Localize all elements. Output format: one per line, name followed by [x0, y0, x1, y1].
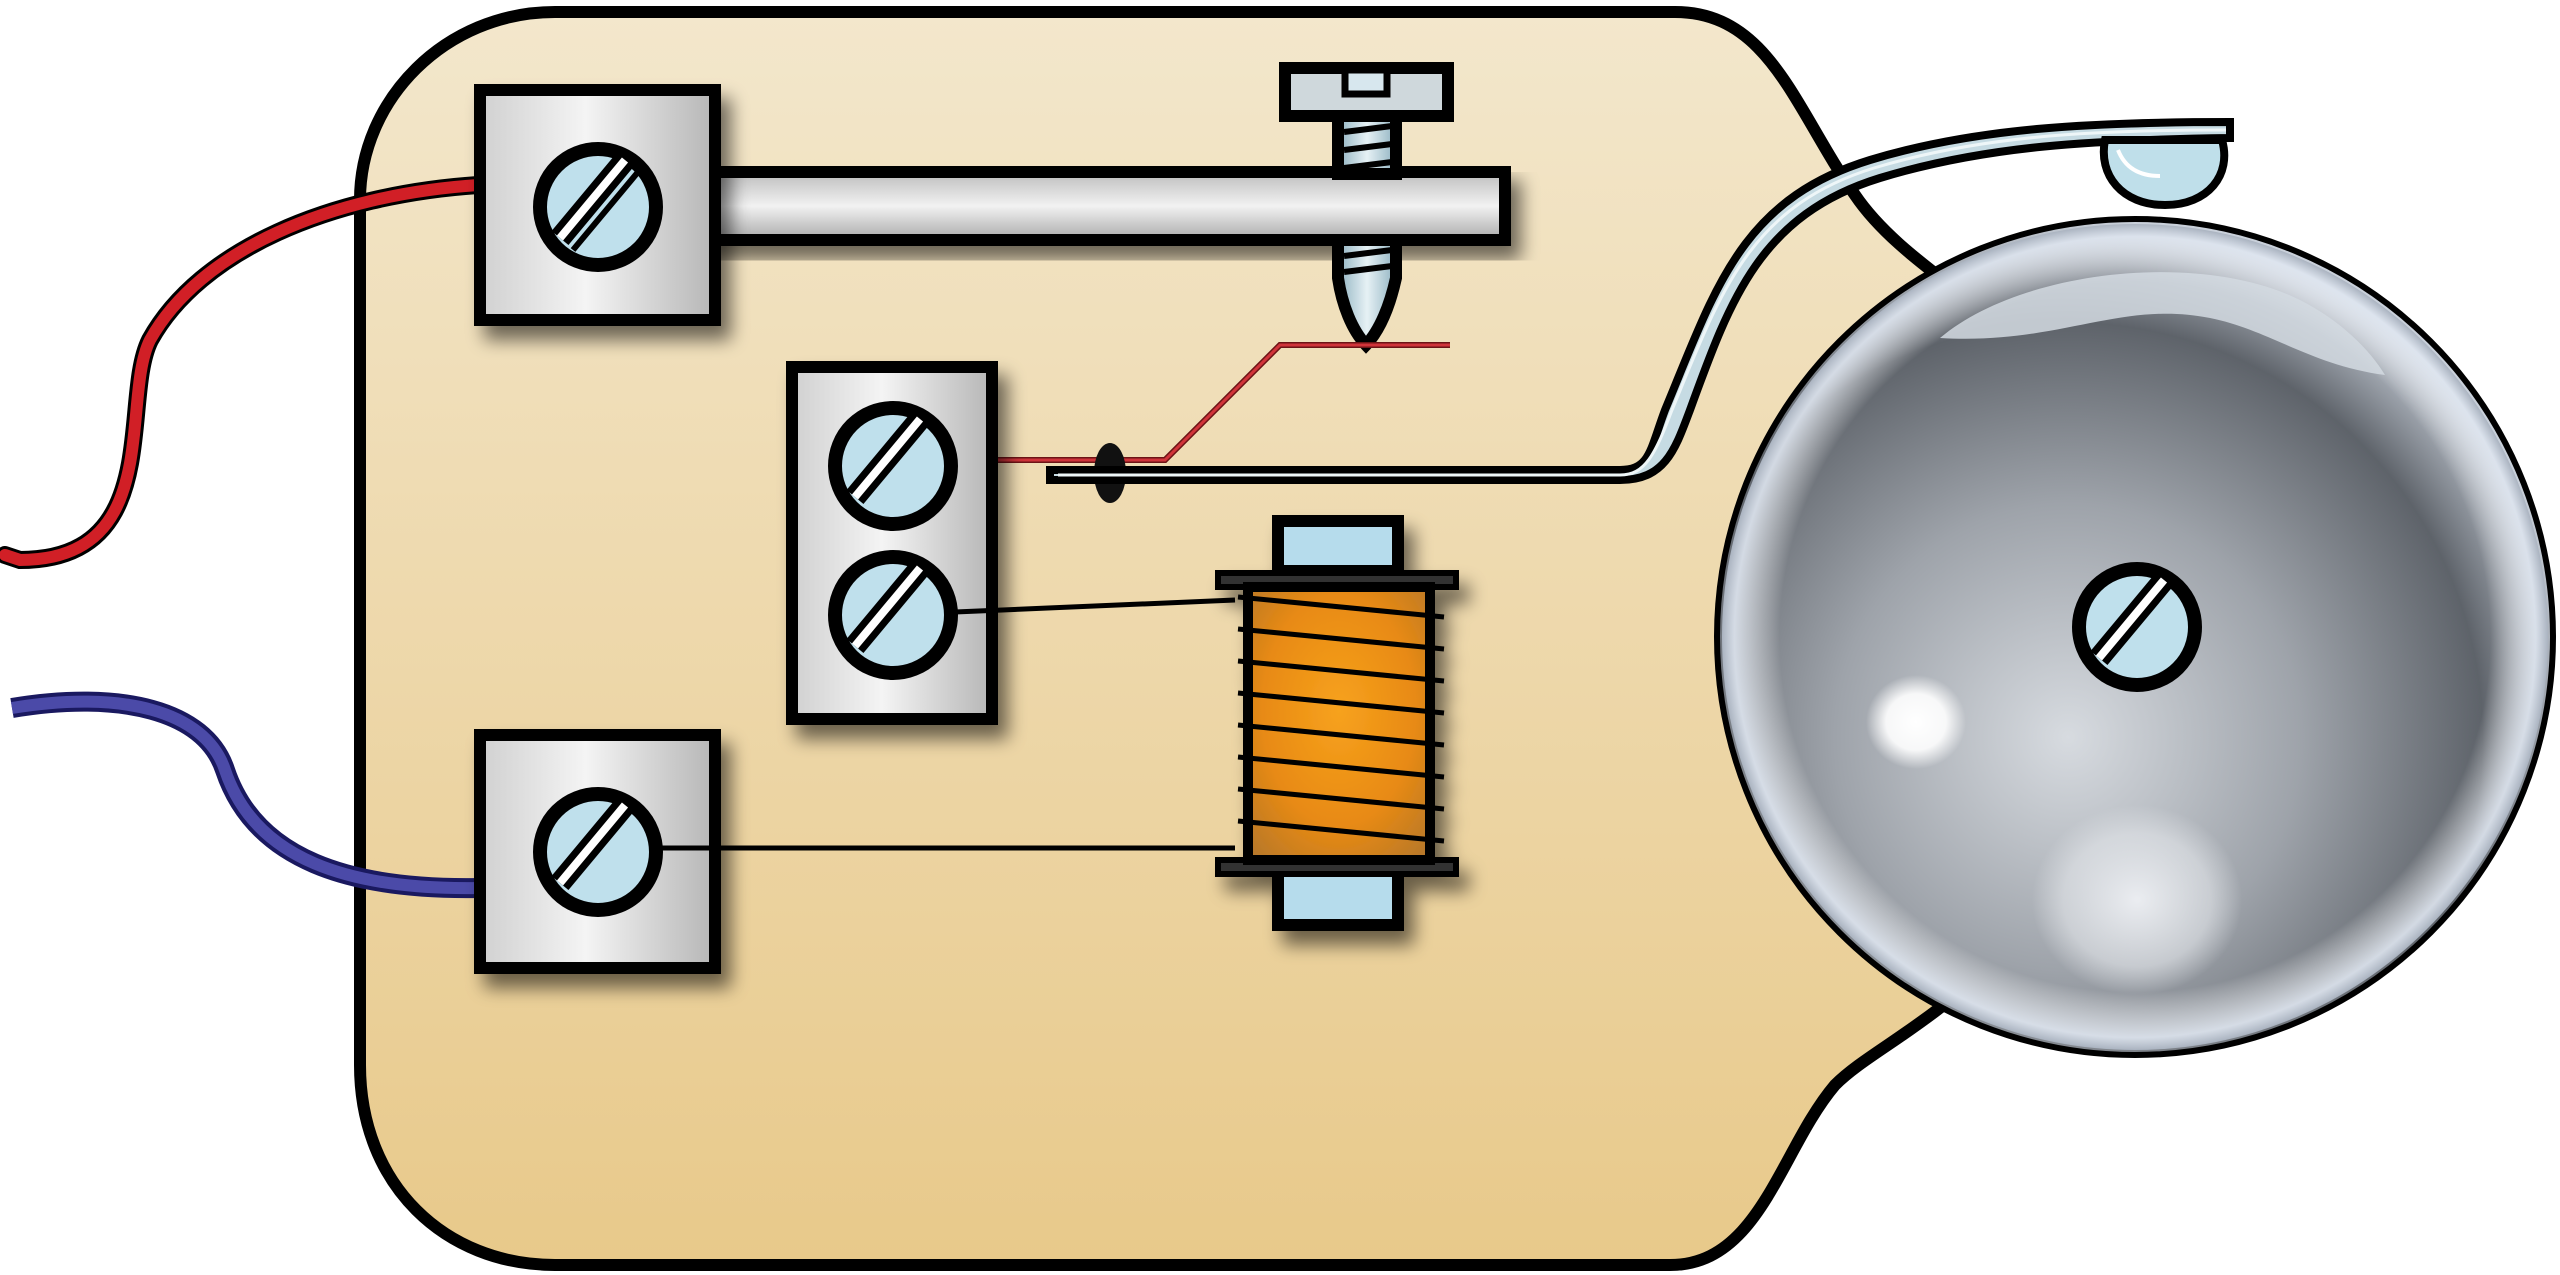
screw-head-icon — [828, 401, 958, 531]
terminal-bottom — [474, 729, 721, 974]
contact-bar — [699, 166, 1511, 246]
screw-head-icon — [828, 550, 958, 680]
adjusting-screw — [1279, 62, 1454, 354]
screw-head-icon — [533, 142, 663, 272]
wire-blue — [10, 691, 479, 899]
wire-red — [0, 176, 487, 570]
terminal-top — [474, 84, 721, 326]
terminal-middle — [786, 361, 998, 725]
contact-spring — [995, 342, 1450, 463]
gong-screw-icon — [2072, 562, 2202, 692]
gong — [1714, 216, 2556, 1058]
electromagnet-coil — [1215, 515, 1459, 931]
armature-striker — [1046, 117, 2234, 503]
coil-wire-top — [954, 597, 1236, 615]
screw-head-icon — [533, 787, 663, 917]
